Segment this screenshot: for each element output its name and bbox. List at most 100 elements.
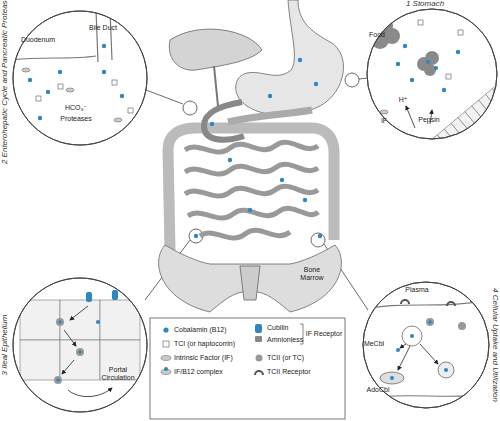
legend-frame (164, 367, 168, 371)
anatomy (214, 66, 218, 106)
panel-circle: 3 Ileal Epithelium (13, 278, 147, 412)
stomach-panel-art (425, 51, 439, 65)
cell-panel-art (396, 348, 400, 352)
duodenum-panel-art (36, 96, 41, 101)
duodenum-panel-art (46, 90, 50, 94)
legend-text: IF/B12 complex (174, 368, 223, 376)
cobalamin-dots (228, 158, 232, 162)
cell-panel-art (380, 372, 404, 384)
ileal-panel-art (78, 350, 82, 354)
stomach-panel-art (446, 74, 451, 79)
duodenum-panel-art (128, 108, 133, 113)
part-label: IF (377, 117, 391, 125)
part-label: Bone Marrow (292, 266, 332, 282)
legend-frame (163, 341, 169, 347)
anatomy (185, 142, 318, 238)
cell-panel-art (458, 322, 466, 330)
cell-panel-art (400, 299, 410, 304)
legend-frame (255, 324, 262, 333)
legend-text: TCII Receptor (267, 368, 311, 376)
stomach-panel-art (396, 44, 460, 92)
ileal-panel-art (58, 320, 62, 324)
panel-outline (13, 278, 147, 412)
cobalamin-dots (303, 198, 307, 202)
part-label: H⁺ (396, 96, 410, 104)
duodenum-panel-art (36, 80, 133, 113)
panel-circle: 2 Enterohepatic Cycle and Pancreatic Pro… (13, 11, 147, 145)
stomach-panel-art (426, 60, 430, 64)
legend-text: Cobalamin (B12) (174, 326, 227, 334)
stomach-panel-art (363, 17, 500, 167)
ileal-panel-art (56, 320, 100, 382)
stomach-panel-art (430, 135, 459, 167)
part-label: Duodenum (16, 36, 60, 44)
cell-panel-art (410, 334, 414, 338)
cobalamin-dots (248, 208, 252, 212)
cell-panel-art (438, 362, 454, 378)
ileal-panel-art (60, 340, 100, 380)
part-label: Pepsin (414, 116, 444, 124)
duodenum-panel-art (102, 70, 106, 74)
part-label: IF Receptor (305, 330, 343, 338)
ileal-panel-art (70, 306, 88, 320)
legend-frame (256, 355, 263, 362)
ileal-panel-art (62, 360, 74, 374)
legend-frame (254, 370, 264, 375)
duodenum-panel-art (12, 56, 96, 60)
legend-text: TCII (or TC) (267, 354, 304, 362)
panel-heading: 4 Cellular Uptake and Utilization (490, 275, 500, 415)
stomach-panel-art (418, 20, 463, 79)
anatomy (159, 245, 342, 312)
cobalamin-dots (318, 234, 322, 238)
cell-panel-art (446, 301, 456, 306)
panel-outlines (13, 278, 147, 412)
duodenum-panel-art (28, 78, 32, 82)
legend-text: Intrinsic Factor (IF) (174, 354, 233, 362)
part-label: HCO₃⁻ (62, 104, 90, 112)
part-label: Portal Circulation (96, 366, 140, 382)
cell-panel-art (428, 320, 432, 324)
ileal-panel-art (56, 318, 64, 326)
ileal-panel-art (96, 320, 100, 324)
panel-heading: 2 Enterohepatic Cycle and Pancreatic Pro… (0, 0, 10, 173)
panel-heading: 3 Ileal Epithelium (0, 295, 10, 395)
cell-panel-art (426, 318, 434, 326)
duodenum-panel-art (102, 44, 106, 48)
stomach-panel-art (442, 88, 446, 92)
cell-panel-art (402, 326, 422, 346)
cobalamin-dots (194, 234, 198, 238)
leader-lines (311, 233, 325, 247)
ileal-panel-art (86, 290, 118, 302)
stomach-panel-art (363, 17, 439, 76)
legend-frame (161, 356, 171, 361)
panel-outlines (13, 11, 147, 145)
duodenum-panel-art (28, 44, 124, 120)
leader-lines (183, 101, 197, 115)
duodenum-panel-art (112, 80, 117, 85)
cell-panel-art (398, 346, 410, 370)
cell-panel-art (420, 344, 438, 364)
stomach-panel-art (406, 106, 415, 128)
anatomy (228, 110, 312, 122)
legend-frame (150, 318, 345, 419)
panel-outlines (367, 9, 497, 139)
leader-lines (146, 90, 183, 104)
duodenum-panel-art (66, 88, 74, 92)
cobalamin-dots (280, 178, 284, 182)
cell-panel-art (390, 376, 394, 380)
panel-outline (13, 11, 147, 145)
cell-panel-art (362, 300, 490, 398)
anatomy (159, 0, 344, 312)
cell-panel-art (362, 297, 490, 398)
duodenum-panel-art (58, 70, 62, 74)
duodenum-panel-art (22, 68, 122, 122)
part-label: Bile Duct (88, 24, 118, 32)
ileal-panel-art (64, 330, 76, 346)
cell-panel-art (398, 344, 438, 370)
part-label: Plasma (402, 286, 432, 294)
duodenum-panel-art (22, 68, 30, 72)
duodenum-panel-art (12, 10, 133, 122)
legend-frame (255, 336, 262, 342)
stomach-panel-art (384, 28, 400, 44)
